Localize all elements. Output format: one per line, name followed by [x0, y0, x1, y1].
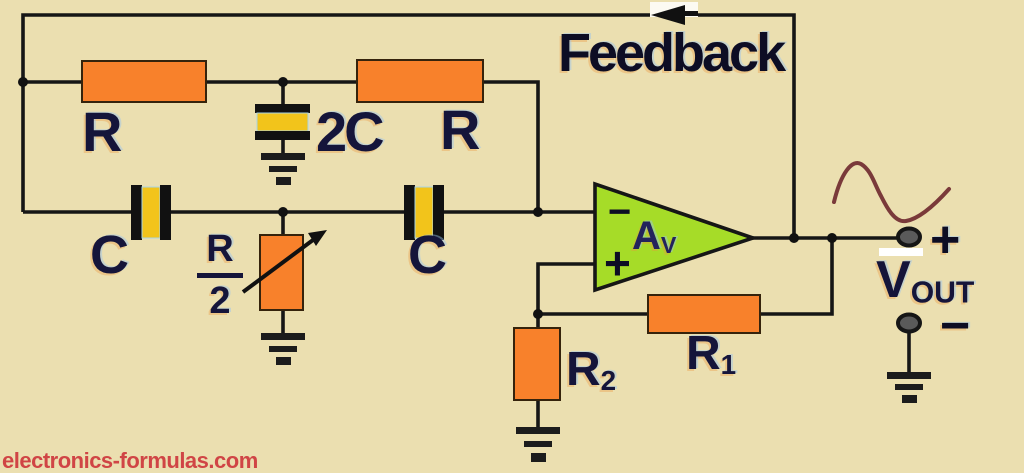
cap-2c-top-plate [255, 104, 310, 113]
variable-resistor-arrow-icon [241, 230, 327, 294]
opamp-gain-main: A [632, 214, 661, 258]
cap-c-left-plate-a [131, 185, 142, 240]
output-plus-sign: + [930, 211, 961, 269]
wire-r1-feedback [538, 238, 834, 316]
opamp-triangle [593, 181, 759, 293]
fraction-bar [197, 273, 243, 278]
label-resistor-r2: R2 [566, 346, 616, 395]
junction-dot [278, 207, 288, 217]
label-capacitor-c-right: C [408, 225, 447, 285]
r2-main: R [566, 343, 601, 396]
opamp-noninverting-input-label: + [604, 237, 631, 289]
arrow-tail [685, 11, 698, 16]
junction-dot [827, 233, 837, 243]
opamp-inverting-input-label: − [608, 190, 632, 234]
wire-noninverting-input [536, 262, 598, 314]
vout-main: V [876, 251, 911, 309]
cap-2c-dielectric [256, 112, 309, 132]
r-half-numerator: R [206, 228, 234, 270]
ground-icon-r-half [261, 333, 305, 365]
ground-icon-output [887, 372, 931, 403]
resistor-r1 [647, 294, 761, 334]
r-half-denominator: 2 [209, 280, 231, 322]
output-minus-sign: − [940, 297, 971, 355]
watermark-text: electronics-formulas.com [2, 448, 258, 473]
label-capacitor-c-left: C [90, 225, 129, 285]
junction-dot [278, 77, 288, 87]
junction-dot [533, 309, 543, 319]
cap-2c-bottom-plate [255, 131, 310, 140]
output-terminal-positive [896, 226, 922, 248]
label-capacitor-2c: 2C [316, 100, 385, 163]
output-terminal-negative [896, 312, 922, 334]
wire-feedback-loop [21, 13, 796, 238]
arrow-head-left [651, 5, 685, 25]
cap-c-left-plate-b [160, 185, 171, 240]
feedback-label: Feedback [558, 23, 786, 83]
capacitor-c-left [131, 185, 171, 240]
junction-dot [789, 233, 799, 243]
cap-c-right-plate-a [404, 185, 415, 240]
cap-c-right-plate-b [433, 185, 444, 240]
cap-c-left-dielectric [141, 186, 161, 239]
opamp-gain-label: AV [632, 216, 676, 257]
label-resistor-r-top-right: R [440, 98, 481, 161]
capacitor-2c [255, 104, 310, 140]
feedback-arrow-icon [650, 2, 698, 25]
r2-sub: 2 [600, 365, 617, 396]
label-resistor-r-top-left: R [82, 100, 123, 163]
resistor-r-top-left [81, 60, 207, 103]
opamp-gain-sub: V [660, 232, 677, 259]
vout-white-underline [879, 248, 923, 256]
resistor-r-top-right [356, 59, 484, 103]
r1-sub: 1 [720, 349, 737, 380]
ground-icon-2c [261, 153, 305, 185]
capacitor-c-right [404, 185, 444, 240]
junction-dot [18, 77, 28, 87]
vout-sub: OUT [910, 276, 975, 310]
ground-icon-r2 [516, 427, 560, 462]
junction-dots-group [18, 77, 837, 319]
sine-wave-icon [832, 161, 951, 224]
label-resistor-r1: R1 [686, 330, 736, 379]
resistor-r2 [513, 327, 561, 401]
label-resistor-r-half: R 2 [194, 230, 246, 320]
r1-main: R [686, 327, 721, 380]
junction-dot [533, 207, 543, 217]
vout-label: VOUT [876, 254, 974, 309]
